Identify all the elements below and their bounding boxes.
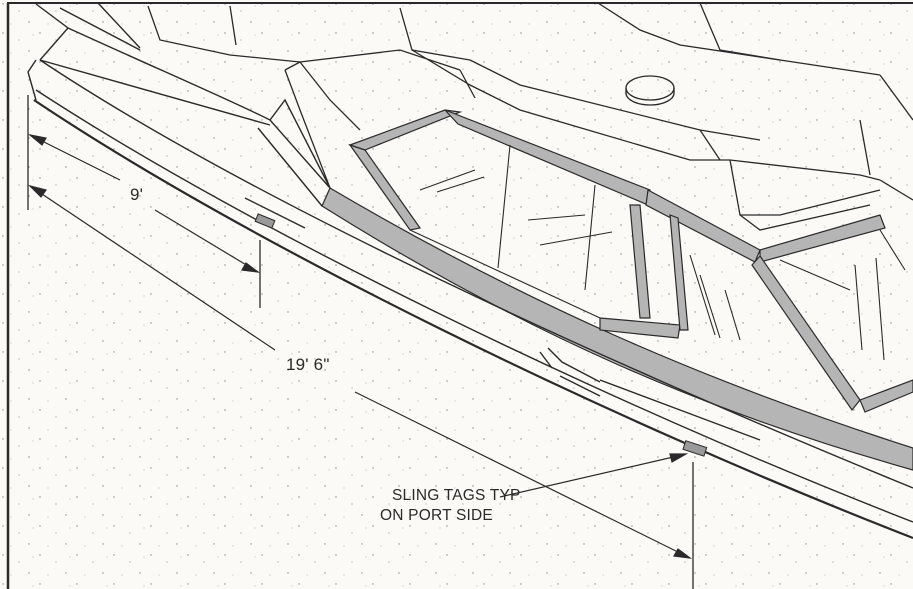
dimension-line-19ft-6in	[28, 184, 693, 559]
callout-line-2: ON PORT SIDE	[380, 507, 493, 524]
dimension-line-9ft	[27, 133, 261, 273]
windshield-glass	[409, 144, 906, 361]
callout-line-1: SLING TAGS TYP	[392, 487, 521, 504]
hull-lines	[27, 2, 913, 540]
dimension-label-9ft: 9'	[130, 185, 144, 204]
callout-leader	[499, 453, 689, 498]
cabin-structure	[147, 2, 913, 231]
extension-lines	[27, 95, 694, 589]
sling-tag-aft	[682, 440, 708, 457]
sling-tag-forward	[254, 213, 276, 229]
windshield-frame	[348, 109, 913, 413]
dimension-label-19ft-6in: 19' 6"	[286, 355, 330, 374]
sling-tags-callout: SLING TAGS TYP ON PORT SIDE	[380, 486, 521, 526]
drawing-frame	[6, 2, 913, 589]
